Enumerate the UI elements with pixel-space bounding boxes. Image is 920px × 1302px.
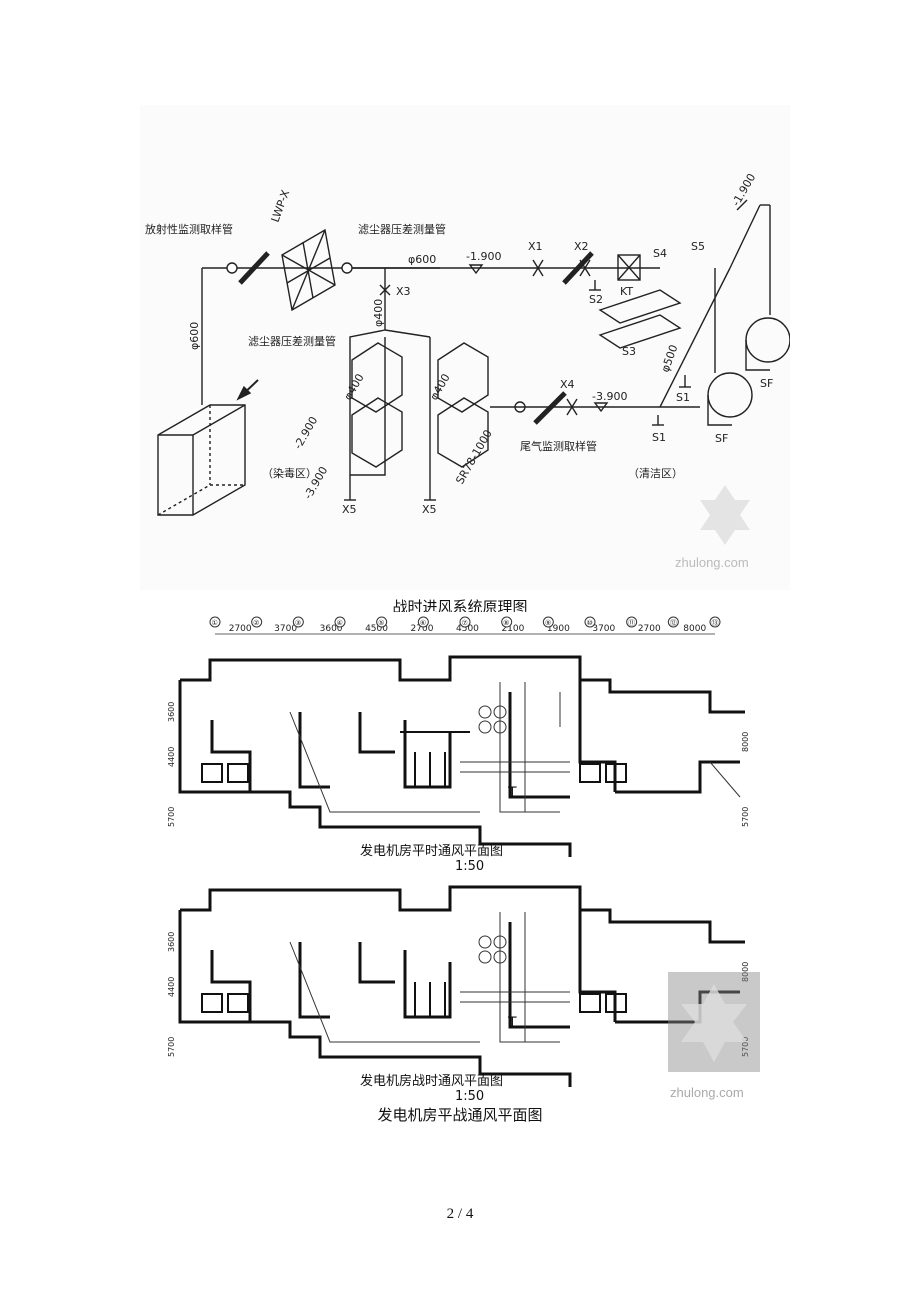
label-sf1: SF	[760, 377, 773, 390]
column-tag: ⑨	[545, 619, 551, 627]
column-tag: ⑥	[420, 619, 426, 627]
row-dim-r3: 8000	[741, 962, 750, 982]
dim-label: 2700	[411, 624, 434, 634]
label-zone-dirty: （染毒区）	[262, 466, 317, 480]
column-tag: ①	[212, 619, 218, 627]
column-tag: ②	[253, 619, 259, 627]
watermark-logo-icon	[700, 485, 750, 545]
column-tag: ⑤	[378, 619, 384, 627]
label-sf2: SF	[715, 432, 728, 445]
column-tag-circle	[209, 616, 221, 628]
label-d600-left: φ600	[188, 322, 201, 350]
row-dim-1: 3600	[167, 702, 176, 722]
plan-drawings: 2700 3700 3600 4500 2700 4500 2100 1900 3700 2700…	[150, 612, 770, 1102]
row-dim-r2: 5700	[741, 807, 750, 827]
plan-bottom-scale: 1:50	[455, 1089, 484, 1102]
dim-label: 2700	[638, 624, 661, 634]
column-tag-circle	[292, 616, 304, 628]
label-x1: X1	[528, 240, 543, 253]
label-d600-top: φ600	[408, 253, 436, 266]
dim-label: 4500	[456, 624, 479, 634]
svg-text:T: T	[507, 1015, 517, 1031]
column-tag-circle	[626, 616, 638, 628]
label-x2: X2	[574, 240, 589, 253]
label-s1a: S1	[676, 391, 690, 404]
row-dim-3: 5700	[167, 807, 176, 827]
row-dim-4: 3600	[167, 932, 176, 952]
dim-label: 8000	[683, 624, 706, 634]
label-radiation-pipe: 放射性监测取样管	[145, 222, 233, 236]
label-s1b: S1	[652, 431, 666, 444]
dim-label: 4500	[365, 624, 388, 634]
label-x5b: X5	[422, 503, 437, 516]
column-tag-circle	[251, 616, 263, 628]
dim-label: 3700	[592, 624, 615, 634]
ventilation-schematic: 放射性监测取样管 滤尘器压差测量管 滤尘器压差测量管 尾气监测取样管 LWP-X…	[140, 105, 790, 590]
dim-label: 3700	[274, 624, 297, 634]
column-tag: ⑫	[670, 619, 677, 627]
dim-label: 2100	[501, 624, 524, 634]
column-tag: ⑬	[712, 619, 719, 627]
label-d400: φ400	[372, 299, 385, 327]
row-dim-r4: 5700	[741, 1037, 750, 1057]
column-tag-circle	[709, 616, 721, 628]
row-dim-2: 4400	[167, 747, 176, 767]
page-number: 2 / 4	[446, 1206, 474, 1222]
plan-bottom-title: 发电机房战时通风平面图	[360, 1073, 503, 1089]
column-tag-circle	[417, 616, 429, 628]
column-tag-circle	[501, 616, 513, 628]
dim-label: 2700	[229, 624, 252, 634]
figure2-caption: 发电机房平战通风平面图	[377, 1106, 543, 1124]
column-tag-circle	[376, 616, 388, 628]
row-dim-6: 5700	[167, 1037, 176, 1057]
watermark-text: zhulong.com	[675, 555, 749, 570]
column-tag-circle	[334, 616, 346, 628]
label-s4: S4	[653, 247, 667, 260]
column-tag: ⑦	[462, 619, 468, 627]
label-elev-low: -3.900	[592, 390, 627, 403]
label-x5a: X5	[342, 503, 357, 516]
label-filter-pipe-top: 滤尘器压差测量管	[358, 222, 446, 236]
plan-top-title: 发电机房平时通风平面图	[360, 843, 503, 859]
label-filter-pipe-bottom: 滤尘器压差测量管	[248, 334, 336, 348]
dim-label: 3600	[320, 624, 343, 634]
label-elev-top: -1.900	[466, 250, 501, 263]
label-kt: KT	[620, 285, 633, 298]
svg-text:T: T	[507, 785, 517, 801]
column-tag-circle	[542, 616, 554, 628]
figure1-caption: 战时进风系统原理图	[392, 598, 528, 616]
label-s2: S2	[589, 293, 603, 306]
column-tag-circle	[459, 616, 471, 628]
label-x3: X3	[396, 285, 411, 298]
column-tag: ④	[337, 619, 343, 627]
column-tag-circle	[584, 616, 596, 628]
label-s5: S5	[691, 240, 705, 253]
plan-top-scale: 1:50	[455, 859, 484, 874]
column-tag: ③	[295, 619, 301, 627]
column-tag: ⑪	[628, 619, 635, 627]
dim-label: 1900	[547, 624, 570, 634]
label-exhaust-pipe: 尾气监测取样管	[520, 439, 597, 453]
label-s3: S3	[622, 345, 636, 358]
column-tag: ⑩	[587, 619, 593, 627]
row-dim-r1: 8000	[741, 732, 750, 752]
row-dim-5: 4400	[167, 977, 176, 997]
column-tag: ⑧	[503, 619, 509, 627]
label-x4: X4	[560, 378, 575, 391]
column-tag-circle	[667, 616, 679, 628]
watermark-text-2: zhulong.com	[670, 1085, 744, 1100]
label-zone-clean: （清洁区）	[628, 467, 683, 480]
